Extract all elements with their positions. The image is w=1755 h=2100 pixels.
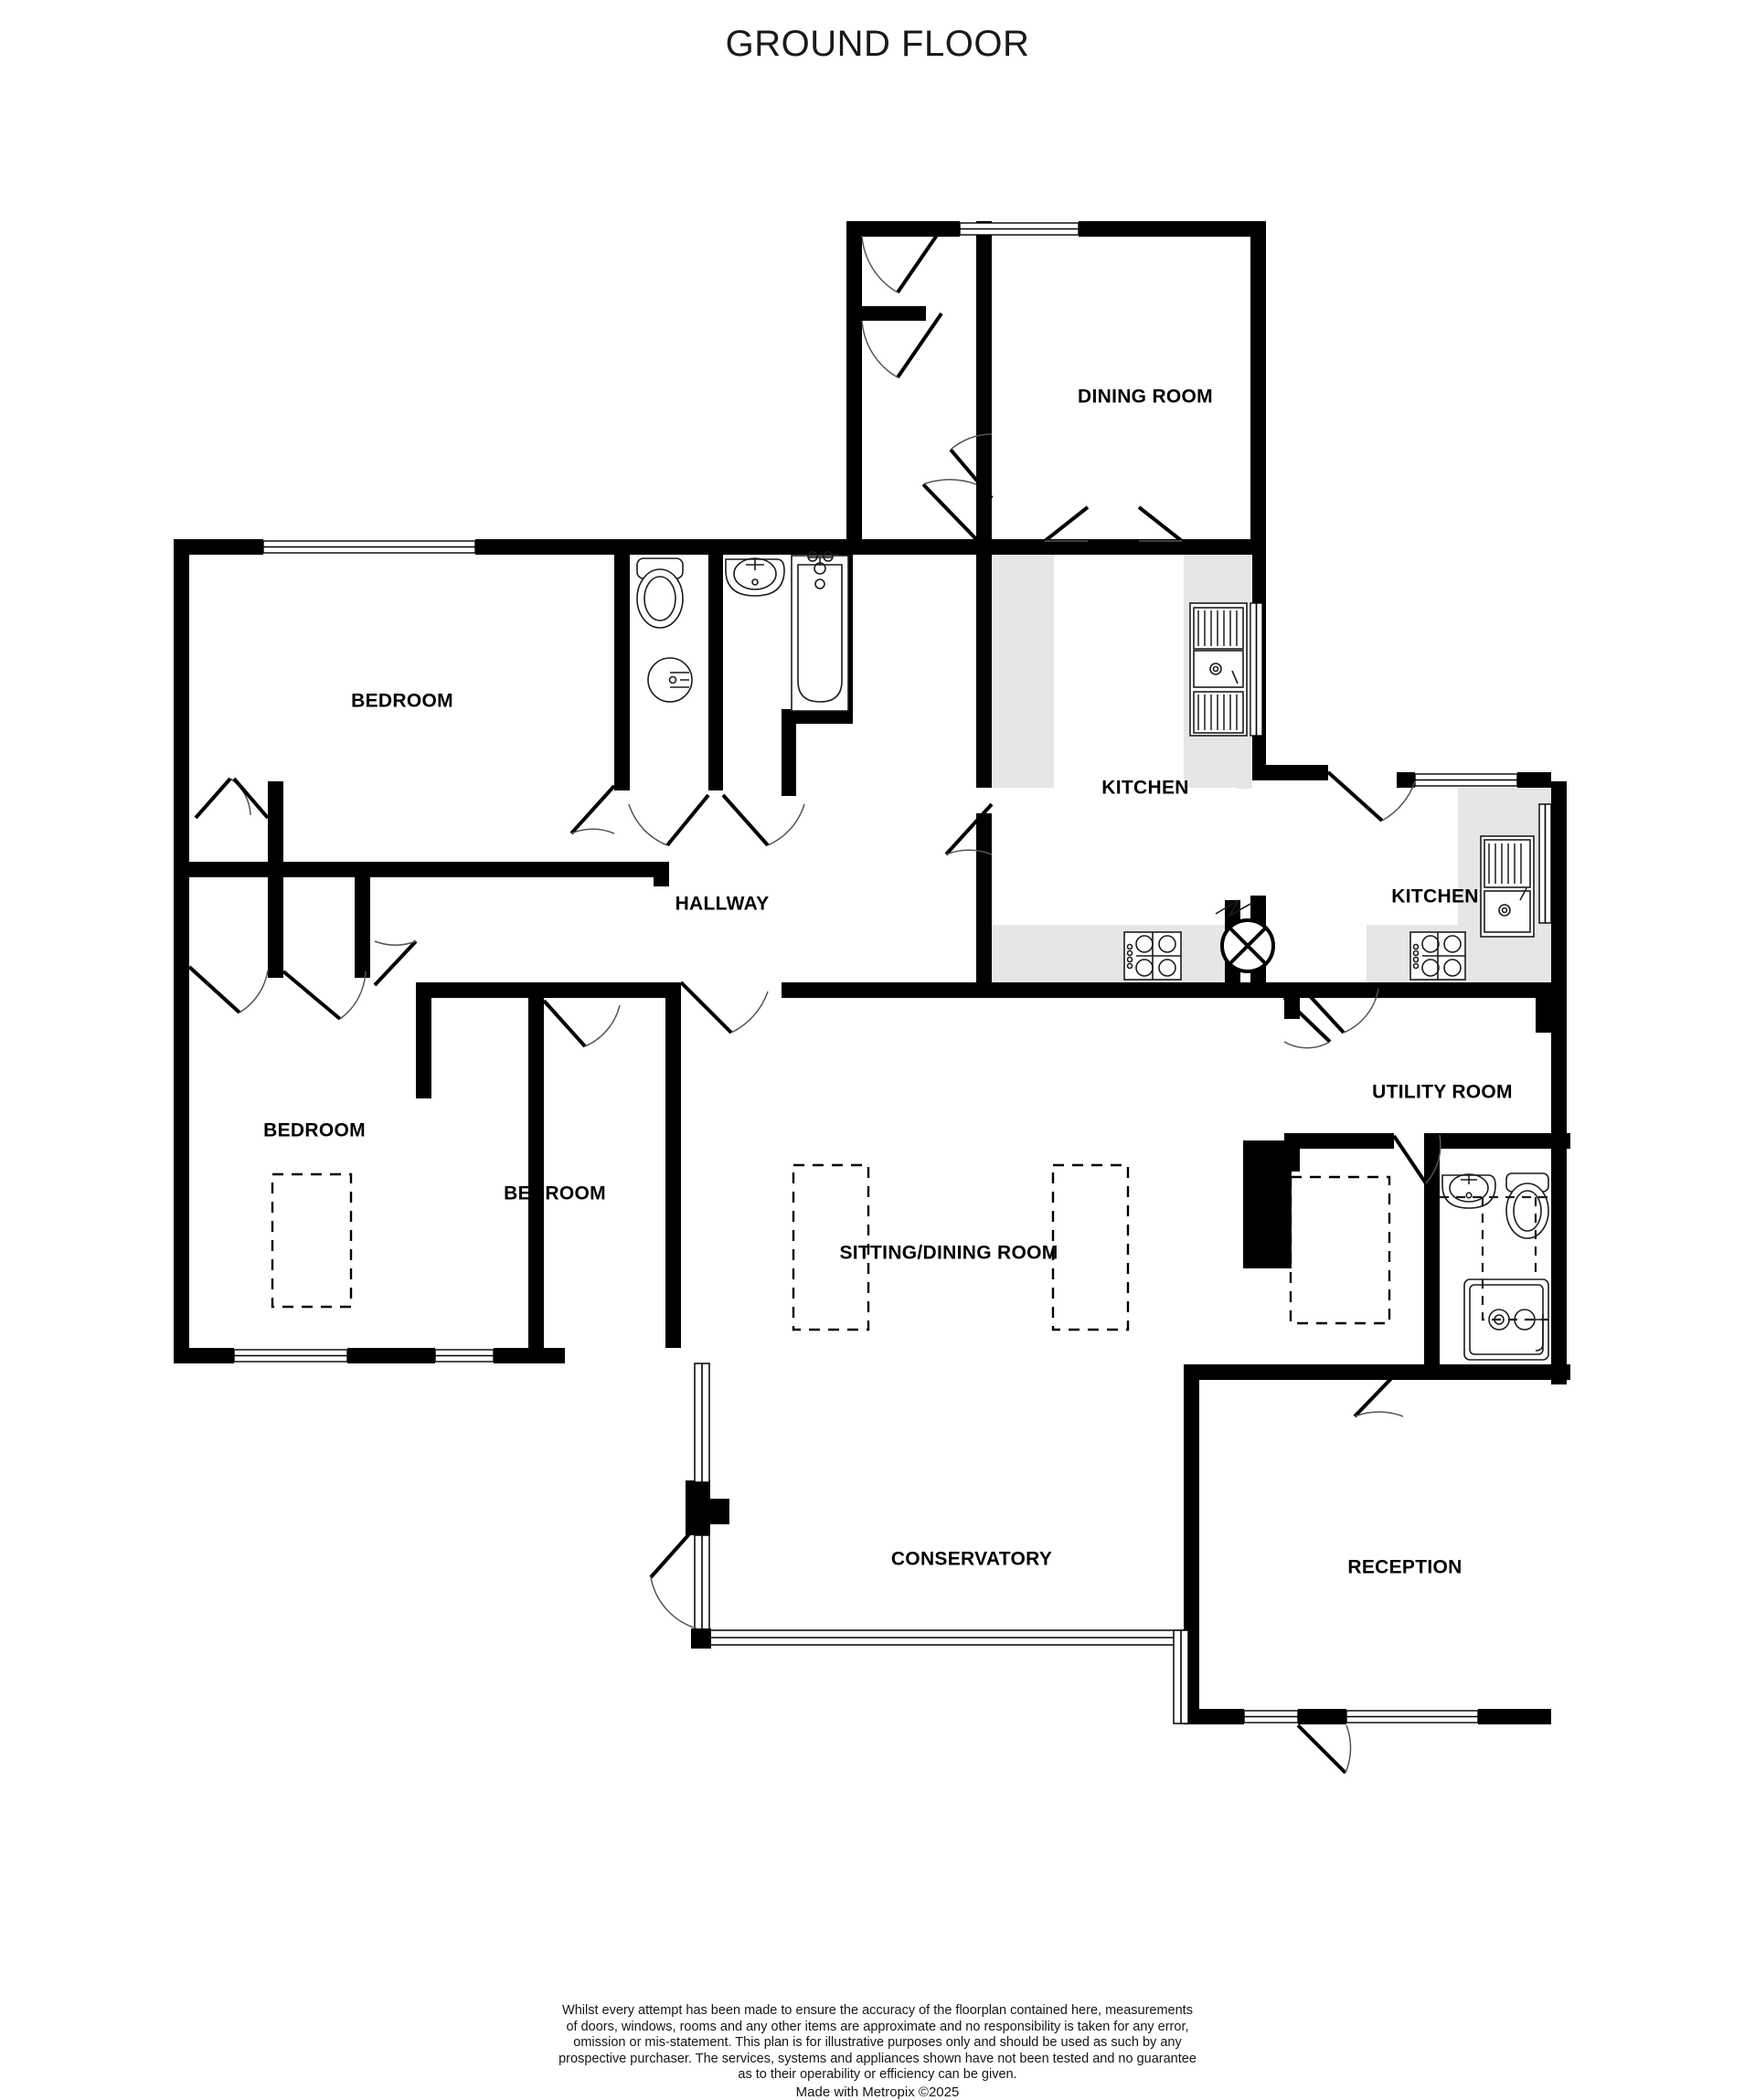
shower-room-dashed-lines [1440, 1195, 1548, 1321]
door-cupboard-left-a [187, 965, 269, 1014]
toilet-icon [636, 557, 684, 629]
door-utility-room [1298, 983, 1379, 1034]
hob-icon [1123, 931, 1182, 981]
basin-icon [647, 657, 693, 703]
door-kitchen-left-leaf [1043, 505, 1090, 543]
room-label-kitchen-annex: KITCHEN [1391, 886, 1478, 907]
basin-icon [725, 557, 785, 597]
door-top-closet-2 [861, 312, 943, 379]
toilet-icon [1505, 1172, 1549, 1239]
disclaimer-line-2: of doors, windows, rooms and any other i… [566, 2019, 1189, 2034]
disclaimer-text: Whilst every attempt has been made to en… [0, 2003, 1755, 2100]
page-title: GROUND FLOOR [725, 24, 1030, 64]
door-kitchen-annex [1326, 770, 1416, 822]
door-dining-hall-lower [921, 478, 978, 541]
room-label-reception: RECEPTION [1347, 1557, 1462, 1578]
door-reception-entry [1296, 1723, 1352, 1775]
door-wc [628, 793, 710, 847]
room-label-dining-room: DINING ROOM [1078, 387, 1213, 408]
room-label-bedroom-lower-left: BEDROOM [263, 1120, 366, 1141]
room-label-bedroom-main: BEDROOM [351, 691, 453, 712]
door-sitting-room [679, 981, 769, 1034]
door-bedroom-main [569, 784, 616, 835]
door-reception-from-utility [1353, 1364, 1405, 1418]
room-label-utility-room: UTILITY ROOM [1372, 1082, 1513, 1103]
metropix-credit: Made with Metropix ©2025 [795, 2084, 960, 2100]
disclaimer-line-5: as to their operability or efficiency ca… [738, 2067, 1017, 2082]
shower-tray-icon [1463, 1278, 1549, 1361]
door-hallway-kitchen [944, 802, 994, 856]
boiler-circle-icon [1220, 918, 1275, 973]
door-bathroom [721, 793, 805, 847]
room-label-kitchen-main: KITCHEN [1101, 778, 1188, 799]
disclaimer-line-3: omission or mis-statement. This plan is … [573, 2035, 1182, 2050]
room-label-hallway: HALLWAY [675, 894, 770, 915]
door-bedroom-main-cupboard [194, 777, 270, 820]
door-group [187, 227, 1441, 1775]
room-label-sitting-dining-room: SITTING/DINING ROOM [839, 1243, 1058, 1264]
room-label-group: DINING ROOM BEDROOM KITCHEN HALLWAY KITC… [263, 387, 1513, 1578]
sink-with-drainer-icon [1480, 835, 1535, 938]
countertop-group [992, 555, 1551, 982]
conservatory-glazing [691, 1363, 1189, 1724]
room-label-conservatory: CONSERVATORY [891, 1549, 1052, 1570]
disclaimer-line-4: prospective purchaser. The services, sys… [558, 2051, 1197, 2066]
hob-icon [1409, 931, 1466, 981]
door-bedroom-lower-mid [542, 999, 621, 1048]
door-shower-room [1392, 1134, 1441, 1185]
room-label-bedroom-lower-mid: BEDROOM [504, 1183, 606, 1204]
bath-icon [791, 551, 849, 712]
door-top-closet-1 [861, 227, 943, 294]
sink-with-drainer-icon [1189, 602, 1248, 737]
dashed-recess-group [271, 1163, 1391, 1331]
door-cupboard-left-b [282, 970, 367, 1021]
wall-group [174, 221, 1570, 1724]
window-group [233, 222, 1552, 1723]
door-bedroom-lower-left [373, 939, 418, 987]
door-annex-lower [1282, 996, 1332, 1049]
disclaimer-line-1: Whilst every attempt has been made to en… [562, 2003, 1193, 2018]
basin-icon [1441, 1173, 1496, 1209]
door-kitchen-right-leaf [1137, 505, 1184, 543]
door-dining-room [949, 433, 994, 500]
door-conservatory [649, 1526, 697, 1629]
